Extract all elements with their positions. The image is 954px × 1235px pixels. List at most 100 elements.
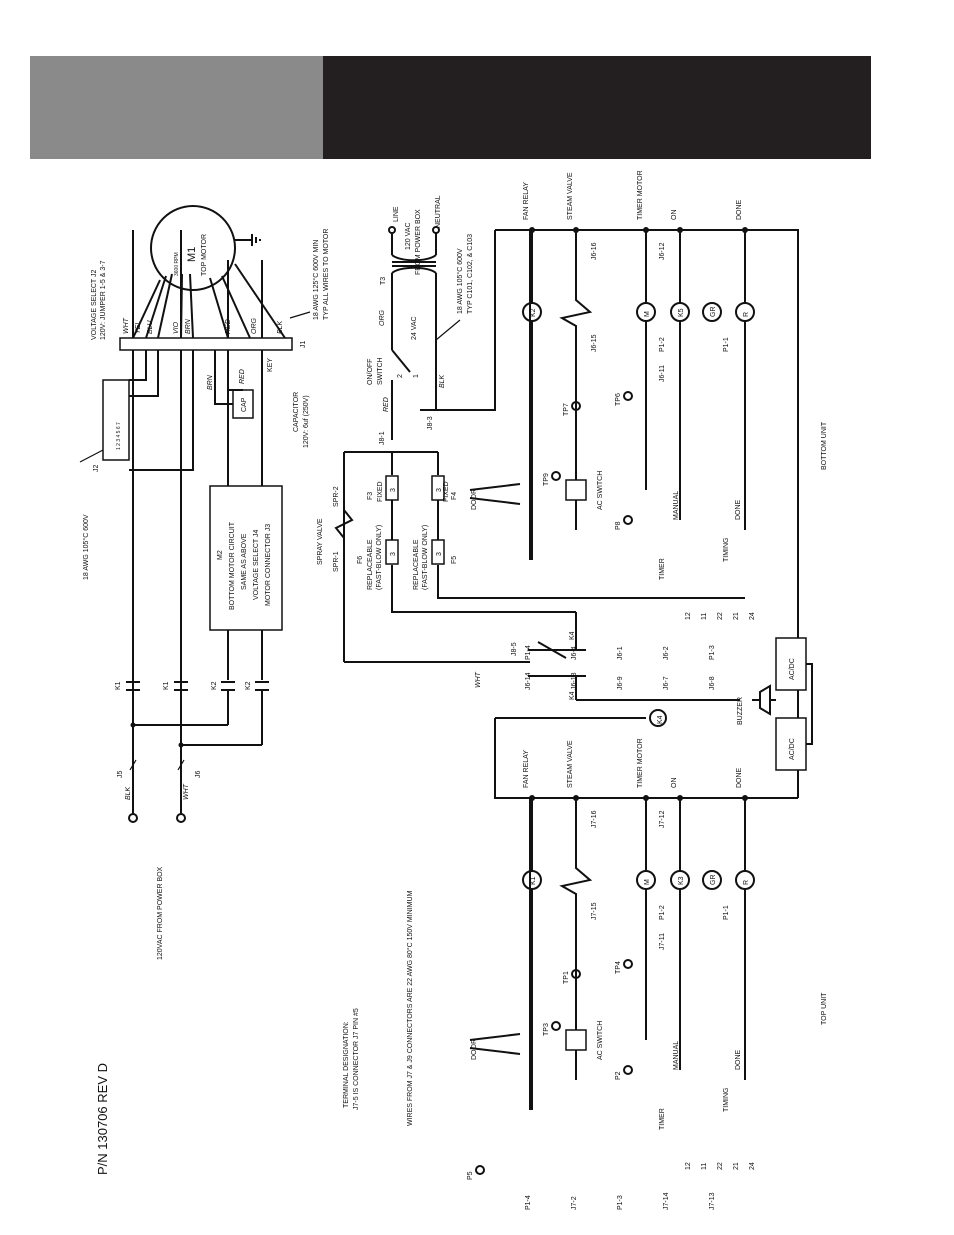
note-trans-wire-1: 18 AWG 105°C 600V bbox=[456, 248, 464, 314]
top-jack-extra-1: J7-2 bbox=[571, 1196, 578, 1210]
bottom-coil-3 bbox=[702, 302, 722, 322]
bottom-load-0: FAN RELAY bbox=[523, 182, 530, 220]
top-pin-2: 22 bbox=[717, 1162, 724, 1170]
top-timing-label: TIMING bbox=[723, 1088, 730, 1113]
j2-block bbox=[102, 379, 130, 461]
label-cap-brn: BRN bbox=[207, 374, 214, 390]
wire-wht: WHT bbox=[123, 317, 130, 334]
f6-name: F6 bbox=[357, 556, 364, 564]
label-k4-a: K4 bbox=[569, 631, 576, 640]
top-load-4: DONE bbox=[736, 767, 743, 788]
bottom-done-label: DONE bbox=[735, 499, 742, 520]
f4-rating: 3 bbox=[436, 488, 443, 492]
bottom-tp-1 bbox=[623, 391, 633, 401]
top-jack-extra-2: P1-3 bbox=[617, 1195, 624, 1210]
note-terminal-1: TERMINAL DESIGNATION: bbox=[343, 1021, 350, 1108]
terminal-blk-input bbox=[128, 813, 138, 823]
top-tp-label-0: TP1 bbox=[563, 971, 570, 984]
label-t3-org: ORG bbox=[379, 310, 386, 327]
part-number: P/N 130706 REV D bbox=[95, 1063, 110, 1175]
acdc-bottom bbox=[775, 637, 807, 691]
bottom-jack-extra-8: J6-7 bbox=[663, 676, 670, 690]
spray-valve bbox=[334, 509, 354, 539]
note-terminal-2: J7-5 IS CONNECTOR J7 PIN #5 bbox=[353, 1008, 360, 1110]
label-j83: J8-3 bbox=[427, 416, 434, 430]
top-tp-label-2: TP3 bbox=[543, 1023, 550, 1036]
top-load-1: STEAM VALVE bbox=[567, 740, 574, 788]
bottom-load-2: TIMER MOTOR bbox=[637, 170, 644, 220]
label-j81: J8-1 bbox=[379, 431, 386, 445]
top-tp-label-3: P2 bbox=[615, 1071, 622, 1080]
top-ac-label: AC SWITCH bbox=[597, 1021, 604, 1060]
bottom-coil-label-1: M bbox=[644, 311, 651, 317]
bottom-coil-label-2: K5 bbox=[678, 308, 685, 317]
j2-pins: 1 2 3 4 5 6 7 bbox=[116, 422, 122, 450]
label-j5: J5 bbox=[117, 771, 124, 779]
label-t3: T3 bbox=[380, 277, 387, 285]
label-input-blk: BLK bbox=[125, 786, 132, 800]
contact-k4 bbox=[344, 612, 586, 700]
f5-name: F5 bbox=[451, 556, 458, 564]
motor-rpm: 3600 RPM bbox=[174, 252, 180, 276]
label-k4-b: K4 bbox=[569, 691, 576, 700]
top-load-0: FAN RELAY bbox=[523, 750, 530, 788]
label-t3-blk: BLK bbox=[439, 374, 446, 388]
bottom-load-3: ON bbox=[671, 210, 678, 221]
label-24vac: 24 VAC bbox=[411, 316, 418, 340]
label-k1-a: K1 bbox=[115, 681, 122, 690]
top-jack-2: J7-15 bbox=[591, 902, 598, 920]
f3-type: FIXED bbox=[377, 481, 384, 502]
top-coil-label-2: K3 bbox=[678, 876, 685, 885]
top-load-2: TIMER MOTOR bbox=[637, 738, 644, 788]
contact-k1-a bbox=[126, 681, 140, 691]
spray-a: SPR-1 bbox=[333, 551, 340, 572]
wire-vio: VIO bbox=[173, 321, 180, 334]
acdc-top-label: AC/DC bbox=[789, 738, 796, 760]
note-awg18: 18 AWG 105°C 600V bbox=[82, 514, 90, 580]
top-tp-label-1: TP4 bbox=[615, 961, 622, 974]
bottom-timing-label: TIMING bbox=[723, 538, 730, 563]
bottom-load-4: DONE bbox=[736, 199, 743, 220]
f3-name: F3 bbox=[367, 492, 374, 500]
top-timer-label: TIMER bbox=[659, 1108, 666, 1130]
bottom-ac-switch bbox=[565, 479, 587, 501]
top-tp-1 bbox=[623, 959, 633, 969]
label-k2-b: K2 bbox=[245, 681, 252, 690]
top-coil-label-4: R bbox=[743, 880, 750, 885]
bottom-tp-label-0: TP7 bbox=[563, 403, 570, 416]
line-label: LINE bbox=[393, 206, 400, 222]
bottom-jack-extra-0: P1-4 bbox=[525, 645, 532, 660]
f5-rating: 3 bbox=[436, 552, 443, 556]
bottom-pin-3: 21 bbox=[733, 612, 740, 620]
bottom-jack-3: P1-2 bbox=[659, 337, 666, 352]
top-jack-1: J7-12 bbox=[659, 810, 666, 828]
bottom-coil-label-3: GR bbox=[710, 307, 717, 318]
top-jack-4: J7-11 bbox=[659, 933, 666, 950]
label-input-wht: WHT bbox=[183, 783, 190, 800]
label-capacitor-1: CAPACITOR bbox=[293, 392, 300, 432]
note-power-in: 120VAC FROM POWER BOX bbox=[157, 866, 164, 960]
label-j1: J1 bbox=[300, 341, 307, 349]
switch-name-1: ON/OFF bbox=[367, 359, 374, 385]
note-voltage-2: 120V: JUMPER 1-5 & 3-7 bbox=[100, 260, 107, 340]
bottom-pin-1: 11 bbox=[701, 613, 708, 620]
contact-k1-b bbox=[174, 681, 188, 691]
wire-blk: BLK bbox=[277, 320, 284, 334]
top-jack-3: P1-2 bbox=[659, 905, 666, 920]
top-coil-label-3: GR bbox=[710, 875, 717, 886]
top-tp-4 bbox=[475, 1165, 485, 1175]
bottom-tp-label-2: TP9 bbox=[543, 473, 550, 486]
f4-type: FIXED bbox=[443, 481, 450, 502]
bottom-tp-3 bbox=[623, 515, 633, 525]
bottom-jack-extra-6: J6-13 bbox=[571, 672, 578, 690]
f6-type-1: REPLACEABLE bbox=[367, 539, 374, 590]
top-pin-4: 24 bbox=[749, 1162, 756, 1170]
top-steam-valve bbox=[559, 798, 593, 1080]
bottom-tp-label-3: P8 bbox=[615, 521, 622, 530]
coil-k4-label: K4 bbox=[657, 715, 664, 724]
bottom-jack-extra-3: J6-2 bbox=[663, 646, 670, 660]
m2-box bbox=[209, 485, 283, 631]
label-cap: CAP bbox=[241, 397, 248, 412]
wire-blu: BLU bbox=[147, 319, 154, 334]
coil-k4 bbox=[649, 709, 667, 727]
